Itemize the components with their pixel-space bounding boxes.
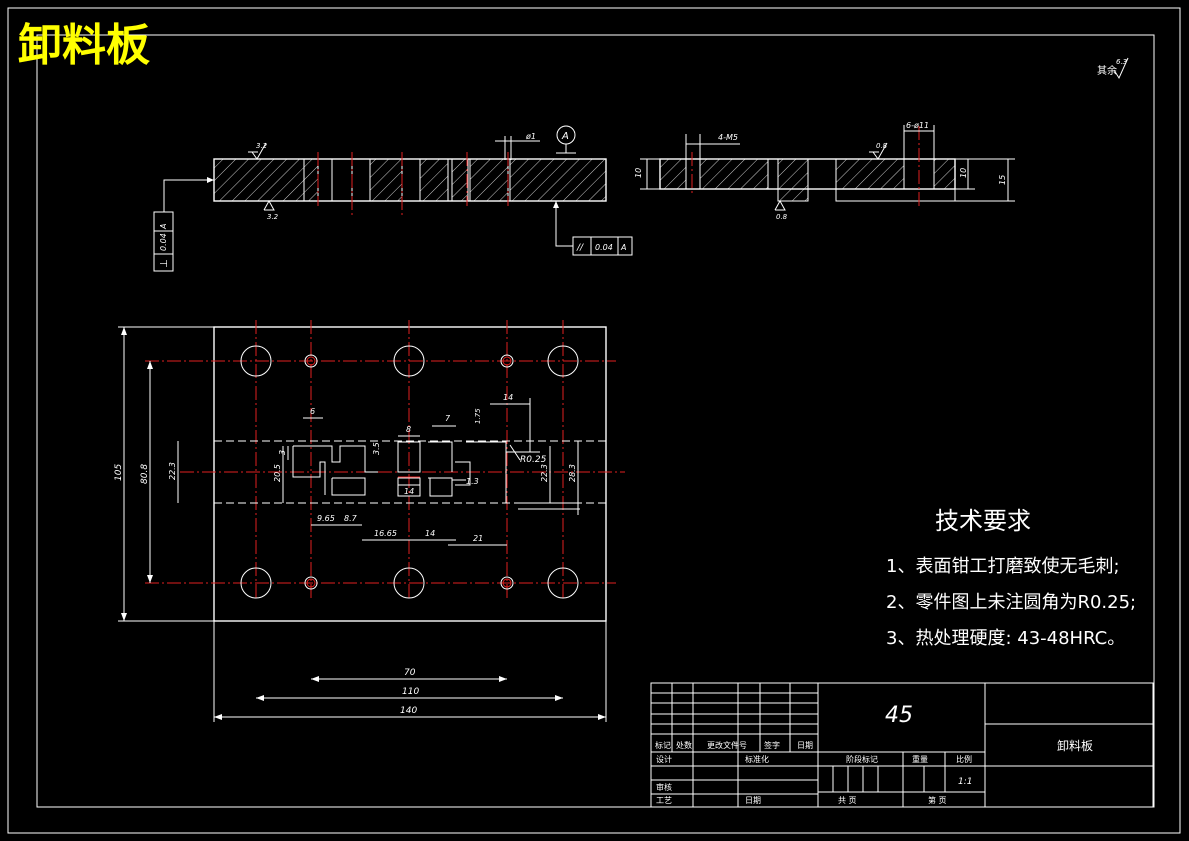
svg-text:1.75: 1.75 (474, 408, 482, 424)
svg-text:10: 10 (634, 168, 643, 178)
svg-text:0.8: 0.8 (776, 213, 788, 221)
svg-text:22.3: 22.3 (540, 464, 549, 482)
svg-text:6.3: 6.3 (1116, 58, 1127, 66)
outer-border (7, 7, 1181, 834)
tech-heading: 技术要求 (935, 507, 1031, 535)
svg-text:20.5: 20.5 (273, 464, 282, 482)
svg-text:0.04: 0.04 (595, 243, 613, 252)
svg-text:设计: 设计 (656, 754, 672, 764)
tech-item-2: 2、零件图上未注圆角为R0.25; (886, 592, 1136, 613)
technical-requirements: 技术要求 1、表面钳工打磨致使无毛刺; 2、零件图上未注圆角为R0.25; 3、… (886, 507, 1136, 649)
svg-text:日期: 日期 (745, 796, 761, 805)
svg-text:21: 21 (473, 534, 483, 543)
svg-text://: // (576, 243, 584, 253)
svg-text:0.04: 0.04 (159, 233, 168, 251)
svg-text:3.5: 3.5 (372, 442, 381, 455)
svg-text:日期: 日期 (797, 741, 813, 750)
svg-text:16.65: 16.65 (374, 529, 397, 538)
svg-text:阶段标记: 阶段标记 (846, 754, 878, 764)
svg-text:22.3: 22.3 (168, 462, 177, 480)
svg-text:14: 14 (503, 393, 513, 402)
svg-text:1:1: 1:1 (958, 777, 972, 787)
svg-text:标记: 标记 (655, 740, 671, 750)
tech-item-3: 3、热处理硬度: 43-48HRC。 (886, 628, 1125, 649)
drawing-title: 卸料板 (18, 20, 150, 71)
svg-text:3.2: 3.2 (256, 142, 268, 150)
svg-text:更改文件号: 更改文件号 (707, 740, 747, 750)
svg-text:4-M5: 4-M5 (718, 133, 738, 142)
roughness-other-label: 其余 (1097, 64, 1117, 77)
svg-text:签字: 签字 (764, 740, 780, 750)
svg-text:工艺: 工艺 (656, 796, 672, 805)
plan-view: 105 80.8 22.3 20.5 6 3 3.5 8 7 1.75 14 R… (114, 320, 625, 722)
datum-label: A (561, 131, 569, 142)
svg-text:140: 140 (400, 706, 417, 716)
svg-text:105: 105 (114, 464, 124, 481)
svg-text:A: A (620, 243, 626, 252)
svg-text:6: 6 (310, 407, 315, 416)
title-block: 标记 处数 更改文件号 签字 日期 设计 标准化 审核 工艺 日期 45 阶段标… (650, 682, 1154, 808)
svg-text:ø1: ø1 (525, 132, 536, 141)
svg-text:7: 7 (445, 414, 451, 423)
svg-text:8.7: 8.7 (344, 514, 358, 523)
svg-text:70: 70 (404, 668, 416, 678)
svg-text:A: A (159, 224, 168, 230)
section-view-left: 3.2 3.2 ø1 A A 0.04 ⊥ // 0.04 A (153, 125, 633, 272)
svg-text:10: 10 (959, 168, 968, 178)
svg-text:标准化: 标准化 (745, 754, 769, 764)
svg-text:审核: 审核 (656, 782, 672, 792)
svg-text:6-ø11: 6-ø11 (906, 121, 929, 130)
svg-text:15: 15 (998, 175, 1007, 185)
svg-text:R0.25: R0.25 (520, 455, 547, 465)
svg-text:第 页: 第 页 (928, 795, 947, 805)
svg-text:9.65: 9.65 (317, 514, 335, 523)
tech-item-1: 1、表面钳工打磨致使无毛刺; (886, 556, 1120, 577)
svg-text:0.8: 0.8 (876, 142, 888, 150)
svg-text:28.3: 28.3 (568, 464, 577, 482)
svg-text:8: 8 (406, 425, 411, 434)
svg-text:14: 14 (425, 529, 435, 538)
svg-text:3: 3 (278, 450, 287, 455)
material: 45 (885, 703, 913, 728)
svg-text:110: 110 (402, 687, 419, 697)
svg-text:重量: 重量 (912, 754, 928, 764)
part-name: 卸料板 (1057, 738, 1093, 753)
svg-text:80.8: 80.8 (140, 464, 150, 484)
svg-text:共 页: 共 页 (838, 796, 857, 805)
svg-text:1.3: 1.3 (466, 477, 479, 486)
svg-text:处数: 处数 (676, 740, 692, 750)
svg-text:14: 14 (404, 487, 414, 496)
roughness-symbol-other: 6.3 (1113, 57, 1129, 80)
section-view-right: 4-M5 6-ø11 0.8 0.8 10 10 15 (634, 121, 1015, 221)
svg-text:3.2: 3.2 (267, 213, 279, 221)
svg-text:⊥: ⊥ (159, 259, 170, 268)
inner-frame (36, 34, 1155, 808)
svg-text:比例: 比例 (956, 754, 972, 764)
